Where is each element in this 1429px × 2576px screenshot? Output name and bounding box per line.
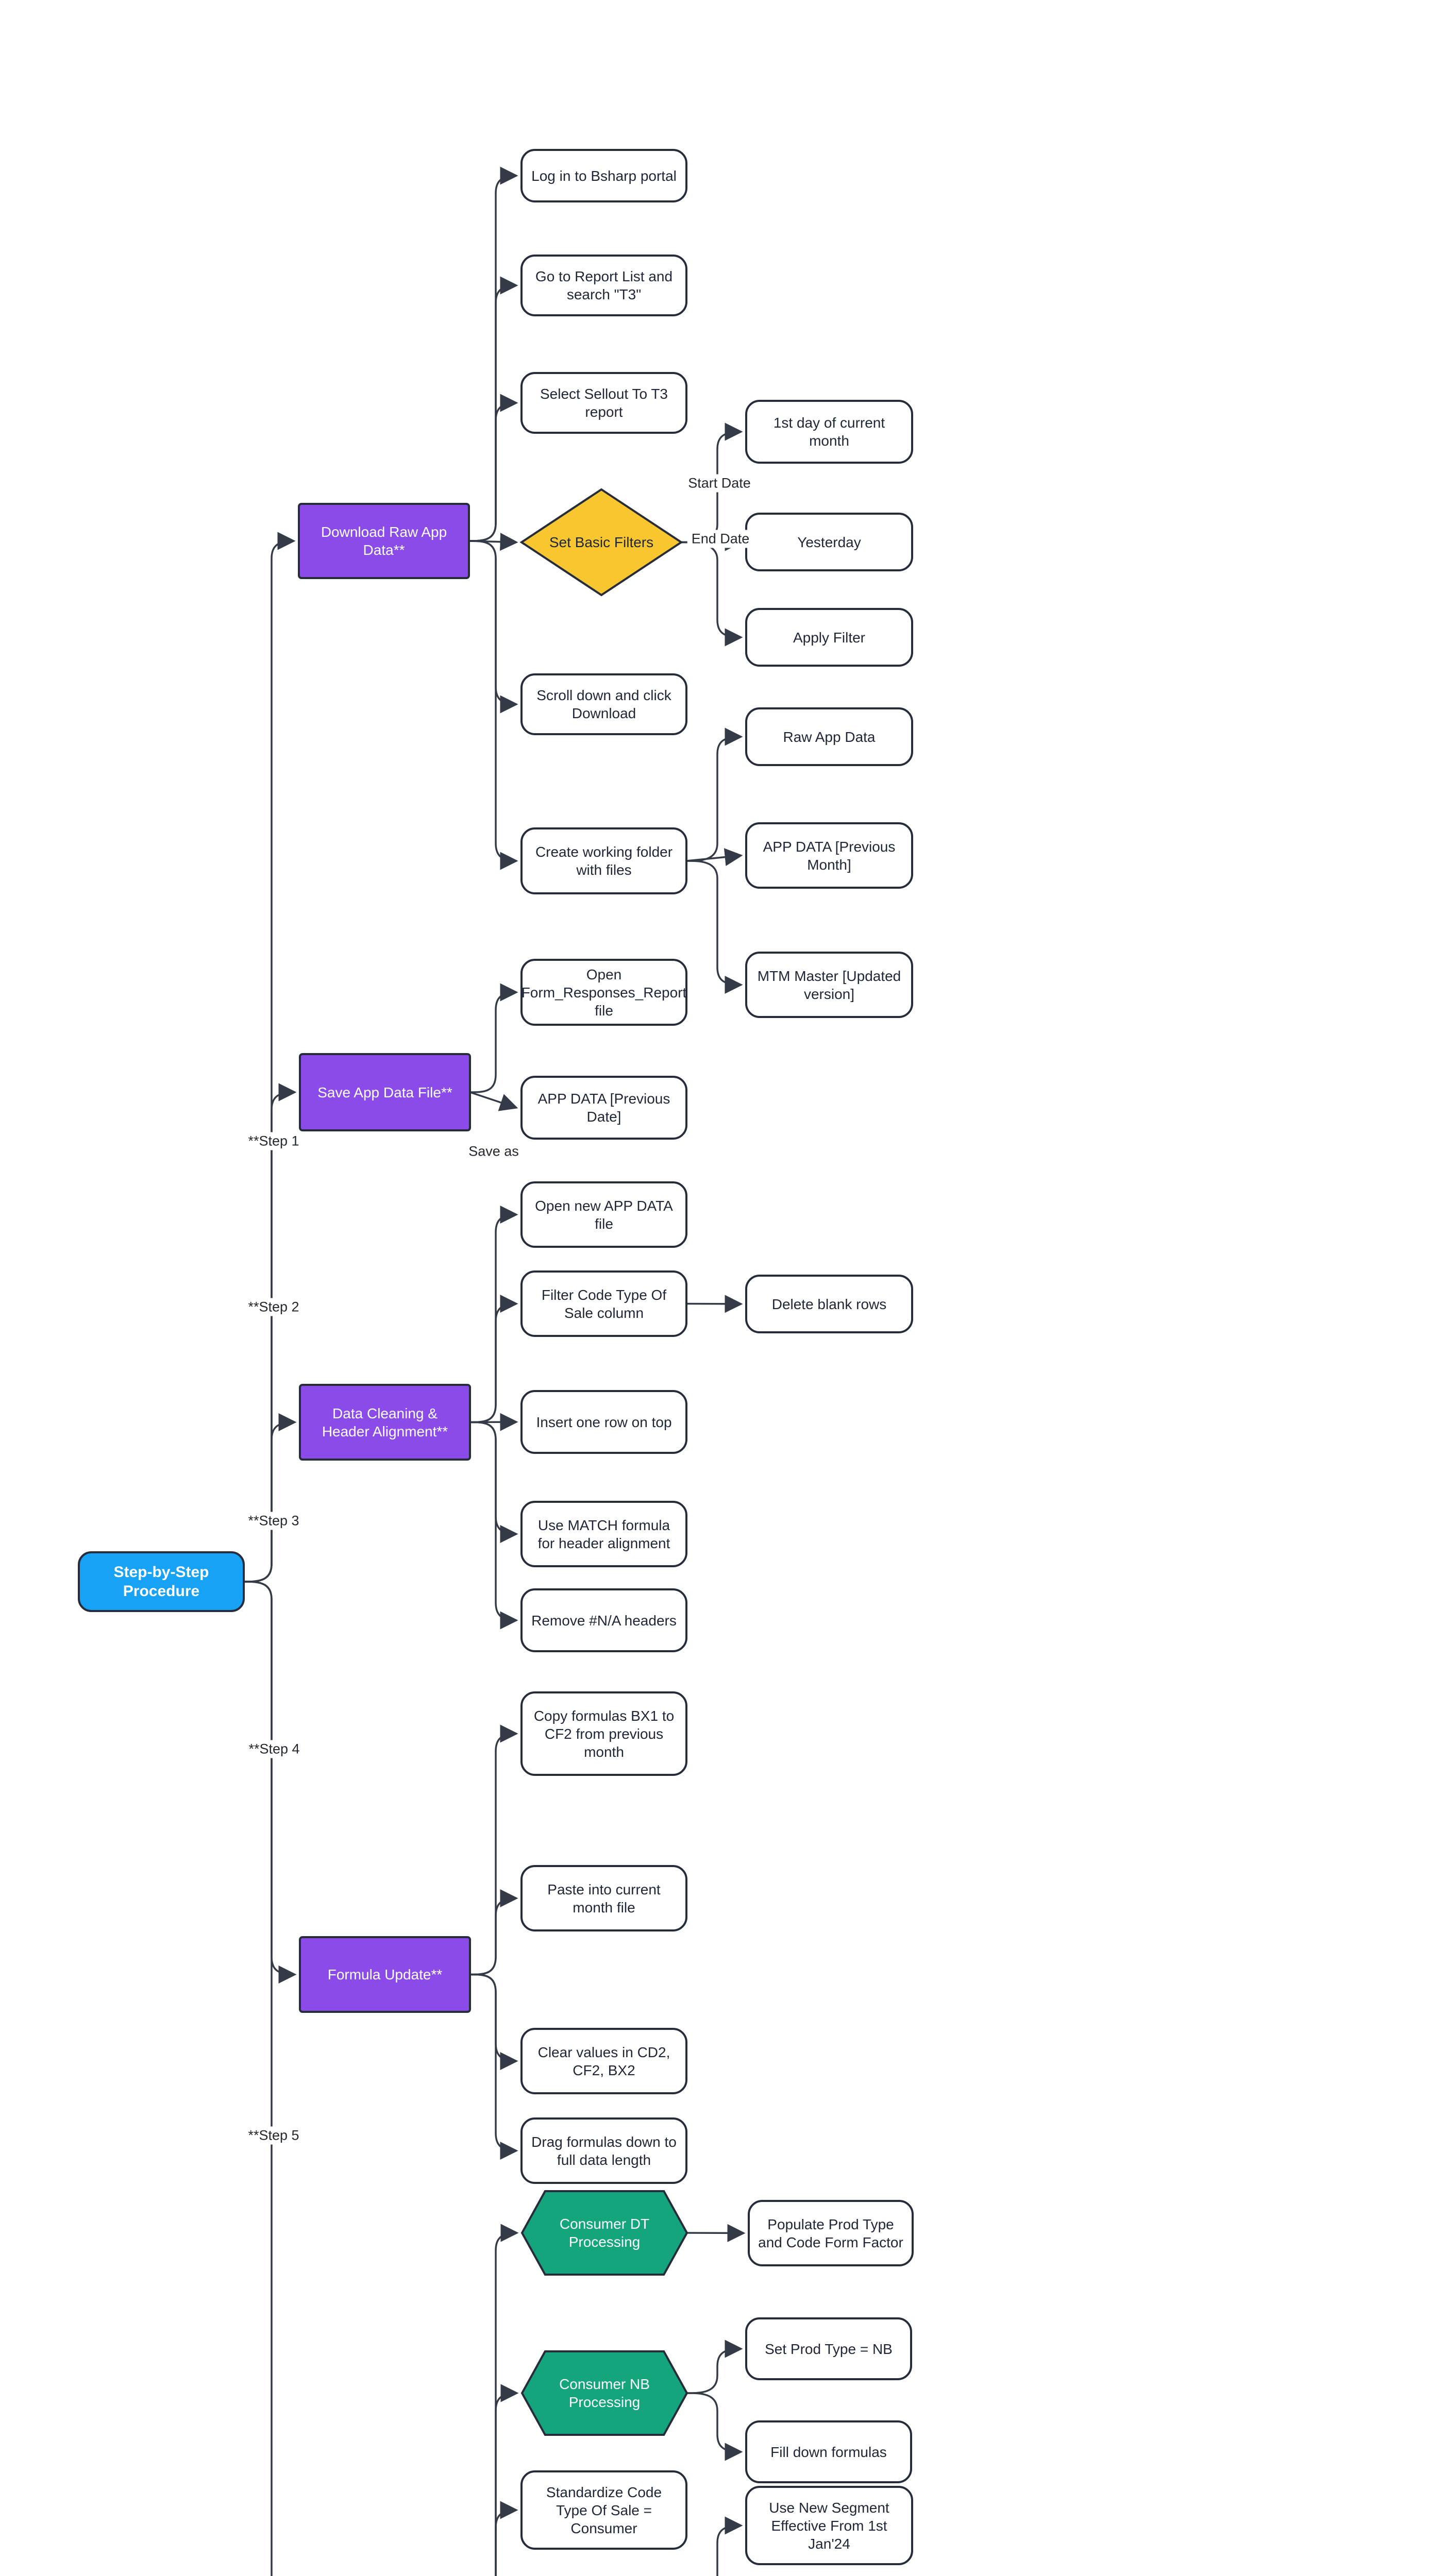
task-filter-code-type-of-sale: [520, 1270, 687, 1337]
task-copy-formulas-bx1-cf2: [520, 1691, 687, 1776]
task-drag-formulas-down: [520, 2117, 687, 2184]
edge-label-start-date: Start Date: [684, 474, 755, 493]
edge-connector: [468, 276, 518, 542]
edge-connector: [469, 1973, 518, 2070]
file-app-data-previous-month: [745, 822, 913, 889]
edge-connector: [468, 540, 518, 870]
task-populate-prod-type: [748, 2200, 914, 2266]
task-remove-na-headers: [520, 1588, 687, 1652]
edge-connector: [495, 2384, 519, 2576]
task-use-match-formula: [520, 1501, 687, 1567]
task-open-form-responses-report: [520, 959, 687, 1026]
task-set-prod-type-nb: [745, 2317, 912, 2380]
task-paste-into-current-month: [520, 1865, 687, 1931]
edge-connector: [469, 1889, 518, 1976]
edge-connector: [469, 983, 518, 1093]
edge-connector: [686, 848, 743, 867]
edge-connector: [686, 727, 743, 862]
step-4-label: **Step 4: [244, 1740, 304, 1758]
task-login-bsharp-portal: [520, 149, 687, 202]
task-apply-filter: [745, 608, 913, 667]
edge-connector: [468, 540, 518, 714]
step-1-label: **Step 1: [244, 1132, 304, 1150]
edge-connector: [686, 860, 743, 994]
edge-connector: [495, 2224, 519, 2576]
edge-connector: [468, 166, 518, 542]
edge-connector: [686, 2392, 743, 2461]
task-yesterday: [745, 513, 913, 571]
step-download-raw-app-data: [298, 503, 470, 579]
process-consumer-nb: [520, 2350, 688, 2436]
task-clear-values-cd2-cf2-bx2: [520, 2028, 687, 2094]
step-2-label: **Step 2: [244, 1298, 304, 1316]
task-first-day-of-current-month: [745, 400, 913, 464]
edge-connector: [243, 1581, 273, 2576]
task-scroll-down-click-download: [520, 673, 687, 735]
edge-connector: [716, 2516, 743, 2576]
process-consumer-dt: [520, 2190, 688, 2276]
step-3-label: **Step 3: [244, 1512, 304, 1530]
edge-connector: [243, 1083, 297, 1583]
edge-label-save-as: Save as: [464, 1142, 523, 1161]
step-5-label: **Step 5: [244, 2126, 304, 2145]
task-insert-one-row-on-top: [520, 1390, 687, 1454]
task-go-to-report-list: [520, 255, 687, 316]
edge-connector: [469, 1973, 518, 2160]
task-create-working-folder: [520, 827, 687, 894]
file-mtm-master-updated: [745, 952, 913, 1018]
edge-connector: [243, 1581, 297, 1984]
edge-connector: [469, 1295, 518, 1423]
edge-connector: [469, 1206, 518, 1423]
task-use-new-segment-jan24: [745, 2486, 913, 2565]
edge-connector: [681, 541, 743, 647]
task-fill-down-formulas: [745, 2420, 912, 2483]
edge-connector: [469, 1724, 518, 1976]
file-app-data-previous-date: [520, 1076, 687, 1140]
step-formula-update: [299, 1936, 471, 2013]
edge-label-end-date: End Date: [687, 530, 754, 548]
task-delete-blank-rows: [745, 1275, 913, 1333]
file-raw-app-data: [745, 707, 913, 766]
root-step-by-step-procedure: [78, 1551, 245, 1612]
task-select-sellout-t3: [520, 372, 687, 434]
step-save-app-data-file: [299, 1053, 471, 1131]
edge-connector: [469, 1421, 518, 1630]
edge-connector: [495, 2501, 518, 2576]
task-standardize-code-type-of-sale: [520, 2470, 687, 2550]
step-data-cleaning-header-alignment: [299, 1384, 471, 1461]
edge-connector: [469, 1091, 518, 1111]
task-open-new-app-data-file: [520, 1181, 687, 1248]
edge-connector: [469, 1421, 518, 1543]
edge-connector: [243, 1413, 297, 1583]
decision-set-basic-filters: [519, 488, 683, 597]
edge-connector: [468, 394, 518, 542]
edge-connector: [686, 2340, 743, 2394]
edge-connector: [243, 532, 296, 1583]
